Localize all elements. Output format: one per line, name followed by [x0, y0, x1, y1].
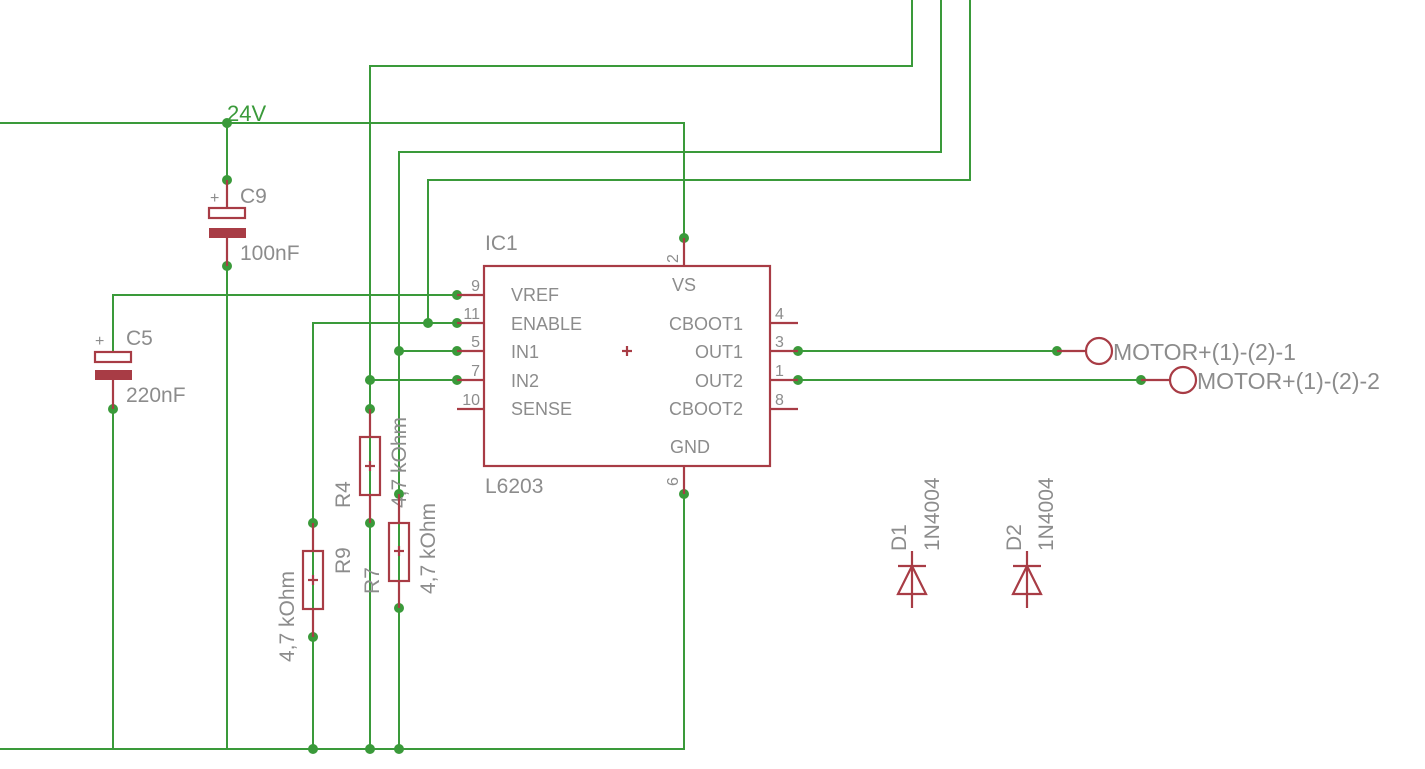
r7-name: R7: [361, 567, 384, 594]
pin-num-11: 11: [463, 306, 480, 323]
capacitor-c9[interactable]: + C9 100nF: [207, 180, 300, 266]
junction: [394, 346, 404, 356]
r9-name: R9: [332, 547, 355, 574]
diode-d2[interactable]: D2 1N4004: [1003, 477, 1058, 608]
pin-num-6: 6: [665, 477, 682, 486]
pin-num-7: 7: [471, 363, 480, 380]
resistor-r4[interactable]: R4 4,7 kOhm: [332, 409, 411, 523]
d1-name: D1: [888, 524, 911, 551]
c5-value: 220nF: [126, 384, 186, 407]
pin-num-2: 2: [665, 254, 682, 263]
pin-label-in2: IN2: [511, 371, 539, 391]
d1-value: 1N4004: [921, 477, 944, 551]
wire-net-b: [398, 0, 942, 749]
pin-num-8: 8: [775, 392, 784, 409]
pin-label-vs: VS: [672, 275, 696, 295]
d2-value: 1N4004: [1035, 477, 1058, 551]
c5-name: C5: [126, 327, 153, 350]
diode-d1[interactable]: D1 1N4004: [888, 477, 944, 608]
pin-label-in1: IN1: [511, 342, 539, 362]
pin-num-10: 10: [462, 392, 480, 409]
r4-name: R4: [332, 481, 355, 508]
ic-body: [482, 264, 772, 468]
pin-label-cboot1: CBOOT1: [669, 314, 743, 334]
pin-num-5: 5: [471, 334, 480, 351]
polarity-plus-icon: +: [95, 333, 104, 350]
ic-value: L6203: [485, 475, 543, 498]
connector-motor-1[interactable]: MOTOR+(1)-(2)-1: [1057, 336, 1296, 366]
pin-label-out2: OUT2: [695, 371, 743, 391]
junction: [394, 744, 404, 754]
junctions: [108, 118, 1146, 754]
capacitor-c5[interactable]: + C5 220nF: [93, 327, 186, 409]
c9-value: 100nF: [240, 242, 300, 265]
connector-motor-2[interactable]: MOTOR+(1)-(2)-2: [1141, 365, 1380, 395]
junction: [308, 744, 318, 754]
pin-num-1: 1: [775, 363, 784, 380]
junction: [222, 118, 232, 128]
wire-net-a: [369, 0, 913, 749]
pin-label-enable: ENABLE: [511, 314, 582, 334]
resistor-r9[interactable]: R9 4,7 kOhm: [276, 523, 355, 662]
pin-label-vref: VREF: [511, 285, 559, 305]
c9-name: C9: [240, 185, 267, 208]
wire-gnd-bus: [0, 494, 685, 750]
resistor-r7[interactable]: R7 4,7 kOhm: [361, 494, 440, 608]
ic-name: IC1: [485, 232, 518, 255]
net-label-24v: 24V: [227, 101, 266, 126]
pin-label-cboot2: CBOOT2: [669, 399, 743, 419]
wire-net-c: [427, 0, 971, 323]
pin-num-4: 4: [775, 306, 784, 323]
pin-label-gnd: GND: [670, 437, 710, 457]
junction: [365, 375, 375, 385]
polarity-plus-icon: +: [210, 190, 219, 207]
connector-motor-1-label: MOTOR+(1)-(2)-1: [1113, 339, 1296, 365]
ic-l6203[interactable]: IC1 L6203 VREF ENABLE IN1 IN2 SENSE 9 11…: [457, 232, 798, 498]
r7-value: 4,7 kOhm: [417, 503, 440, 594]
r4-value: 4,7 kOhm: [388, 417, 411, 508]
pin-num-3: 3: [775, 334, 784, 351]
junction: [423, 318, 433, 328]
r9-value: 4,7 kOhm: [276, 571, 299, 662]
pin-num-9: 9: [471, 278, 480, 295]
wire-vref: [112, 294, 457, 352]
connector-motor-2-label: MOTOR+(1)-(2)-2: [1197, 368, 1380, 394]
wires: [0, 0, 1170, 750]
d2-name: D2: [1003, 524, 1026, 551]
junction: [365, 744, 375, 754]
pin-label-sense: SENSE: [511, 399, 572, 419]
pin-label-out1: OUT1: [695, 342, 743, 362]
wire-enable: [312, 322, 457, 749]
